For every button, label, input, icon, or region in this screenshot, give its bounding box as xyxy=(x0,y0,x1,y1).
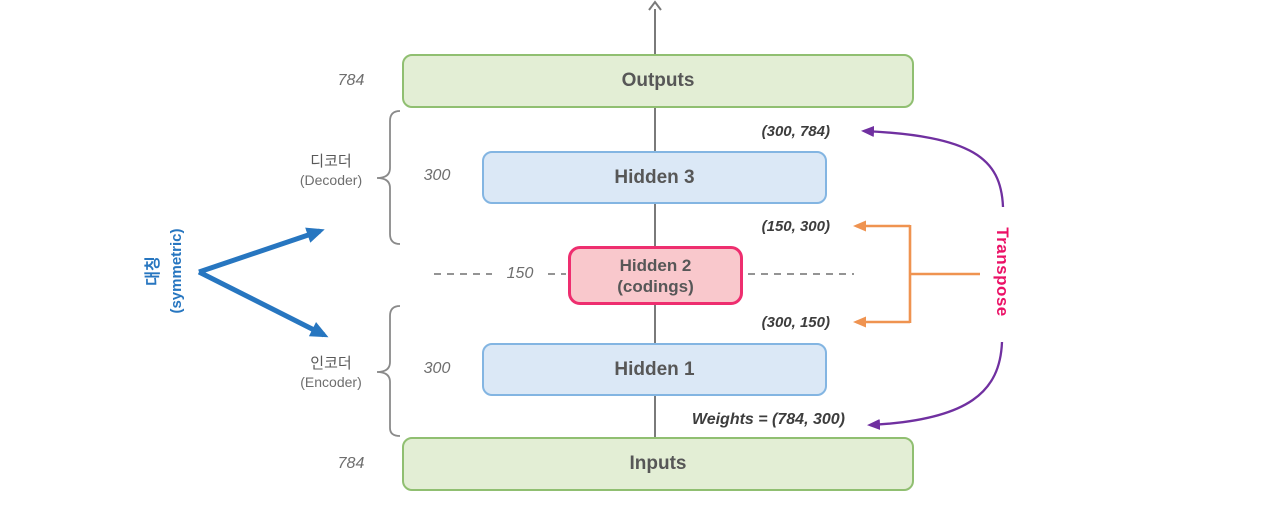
encoder-label: 인코더 (Encoder) xyxy=(271,354,391,391)
weights-tuple-decoder-out: (300, 784) xyxy=(761,123,830,140)
layer-box-hidden1: Hidden 1 xyxy=(482,343,827,396)
size-label-inputs: 784 xyxy=(337,455,365,472)
layer-box-hidden3: Hidden 3 xyxy=(482,151,827,204)
size-label-outputs: 784 xyxy=(337,72,365,89)
decoder-label: 디코더 (Decoder) xyxy=(271,152,391,189)
layer-label-hidden3: Hidden 3 xyxy=(614,166,695,188)
size-label-hidden3: 300 xyxy=(423,167,451,184)
layer-label-inputs: Inputs xyxy=(629,453,687,474)
layer-label-hidden2: Hidden 2 xyxy=(619,255,692,275)
layer-sublabel-codings: (codings) xyxy=(617,276,694,296)
symmetric-arrow-to-encoder xyxy=(197,269,329,338)
symmetric-label: 대칭 (symmetric) xyxy=(142,210,190,332)
size-label-hidden2: 150 xyxy=(506,265,534,282)
layer-label-outputs: Outputs xyxy=(621,70,695,91)
transpose-purple-curve-top xyxy=(861,125,1005,208)
center-flow-arrow-icon xyxy=(648,0,662,11)
layer-box-inputs: Inputs xyxy=(402,437,914,491)
symmetric-label-korean: 대칭 xyxy=(145,256,162,286)
layer-label-hidden1: Hidden 1 xyxy=(614,358,695,380)
decoder-label-english: (Decoder) xyxy=(299,172,363,188)
weights-tuple-decoder-hidden: (150, 300) xyxy=(761,218,830,235)
decoder-label-korean: 디코더 xyxy=(310,153,352,170)
layer-box-hidden2-codings: Hidden 2 (codings) xyxy=(568,246,743,305)
transpose-purple-curve-bottom xyxy=(867,341,1004,430)
encoder-label-korean: 인코더 xyxy=(310,355,352,372)
symmetric-label-english: (symmetric) xyxy=(168,228,185,314)
layer-box-outputs: Outputs xyxy=(402,54,914,108)
encoder-label-english: (Encoder) xyxy=(300,374,362,390)
weights-tuple-encoder-in: Weights = (784, 300) xyxy=(691,411,845,428)
weights-tuple-encoder-coding: (300, 150) xyxy=(761,314,830,331)
symmetric-arrow-to-decoder xyxy=(198,227,325,275)
size-label-hidden1: 300 xyxy=(423,360,451,377)
transpose-label: Transpose xyxy=(993,227,1012,317)
